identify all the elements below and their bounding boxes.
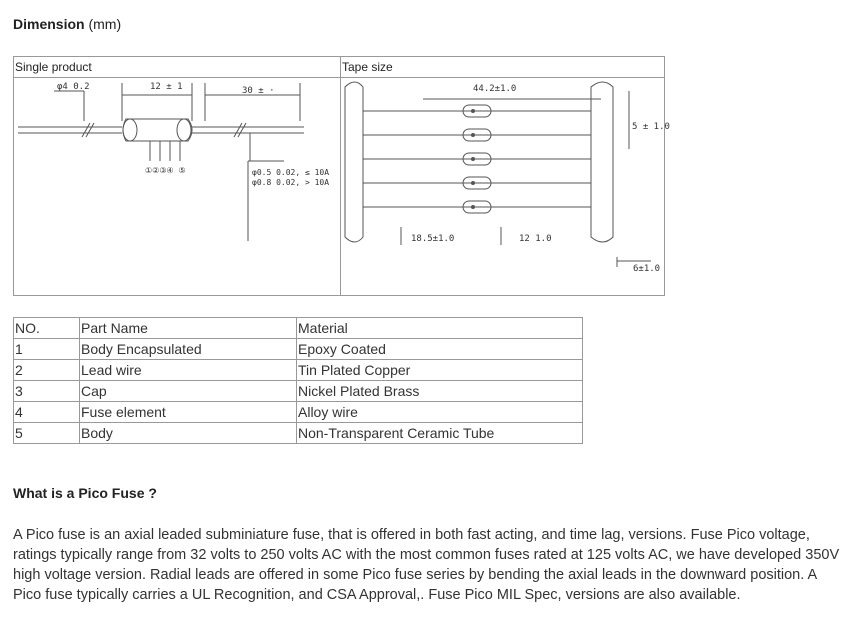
row-material: Alloy wire	[296, 401, 583, 423]
lead-length-label: 30 ± ·	[242, 86, 275, 96]
table-header-row: NO. Part Name Material	[13, 317, 583, 339]
spacing-a-label: 18.5±1.0	[411, 234, 454, 244]
header-part-name: Part Name	[79, 317, 297, 339]
table-row: 4 Fuse element Alloy wire	[13, 401, 583, 423]
wire-spec-1-label: φ0.5 0.02, ≤ 10A	[252, 168, 329, 177]
header-no: NO.	[13, 317, 80, 339]
wire-spec-2-label: φ0.8 0.02, > 10A	[252, 178, 329, 187]
single-product-header: Single product	[15, 60, 92, 74]
row-material: Nickel Plated Brass	[296, 380, 583, 402]
row-part-name: Body Encapsulated	[79, 338, 297, 360]
header-material: Material	[296, 317, 583, 339]
row-material: Tin Plated Copper	[296, 359, 583, 381]
parts-table: NO. Part Name Material 1 Body Encapsulat…	[13, 317, 583, 444]
faq-question: What is a Pico Fuse ?	[13, 485, 157, 501]
dimension-table-divider	[340, 57, 341, 295]
table-row: 3 Cap Nickel Plated Brass	[13, 380, 583, 402]
row-no: 5	[13, 422, 80, 444]
row-part-name: Fuse element	[79, 401, 297, 423]
tape-size-header: Tape size	[342, 60, 393, 74]
lead-diameter-label: φ4 0.2	[57, 82, 90, 92]
part-numbers-label: ①②③④ ⑤	[145, 166, 186, 175]
table-row: 1 Body Encapsulated Epoxy Coated	[13, 338, 583, 360]
dimension-title-unit: (mm)	[84, 16, 122, 32]
dimension-title: Dimension (mm)	[13, 16, 121, 32]
row-part-name: Body	[79, 422, 297, 444]
row-no: 3	[13, 380, 80, 402]
dimension-table-header-line	[14, 77, 664, 78]
side-dimension-label: 5 ± 1.0	[632, 122, 670, 132]
row-no: 2	[13, 359, 80, 381]
row-no: 1	[13, 338, 80, 360]
dimension-title-bold: Dimension	[13, 16, 85, 32]
row-material: Epoxy Coated	[296, 338, 583, 360]
row-part-name: Cap	[79, 380, 297, 402]
single-product-drawing: φ4 0.2 12 ± 1 30 ± · ①②③④ ⑤ φ0.5 0.02, ≤…	[18, 82, 329, 241]
row-part-name: Lead wire	[79, 359, 297, 381]
row-no: 4	[13, 401, 80, 423]
tape-width-label: 6±1.0	[633, 264, 660, 274]
spacing-b-label: 12 1.0	[519, 234, 552, 244]
body-length-label: 12 ± 1	[150, 82, 183, 92]
pitch-total-label: 44.2±1.0	[473, 84, 516, 94]
faq-answer: A Pico fuse is an axial leaded subminiat…	[13, 527, 840, 603]
dimension-table: Single product Tape size	[13, 56, 670, 296]
table-row: 5 Body Non-Transparent Ceramic Tube	[13, 422, 583, 444]
row-material: Non-Transparent Ceramic Tube	[296, 422, 583, 444]
tape-size-drawing: 44.2±1.0 18.5±1.0 12 1.0 5 ± 1.0 6±1.0	[344, 81, 670, 274]
table-row: 2 Lead wire Tin Plated Copper	[13, 359, 583, 381]
